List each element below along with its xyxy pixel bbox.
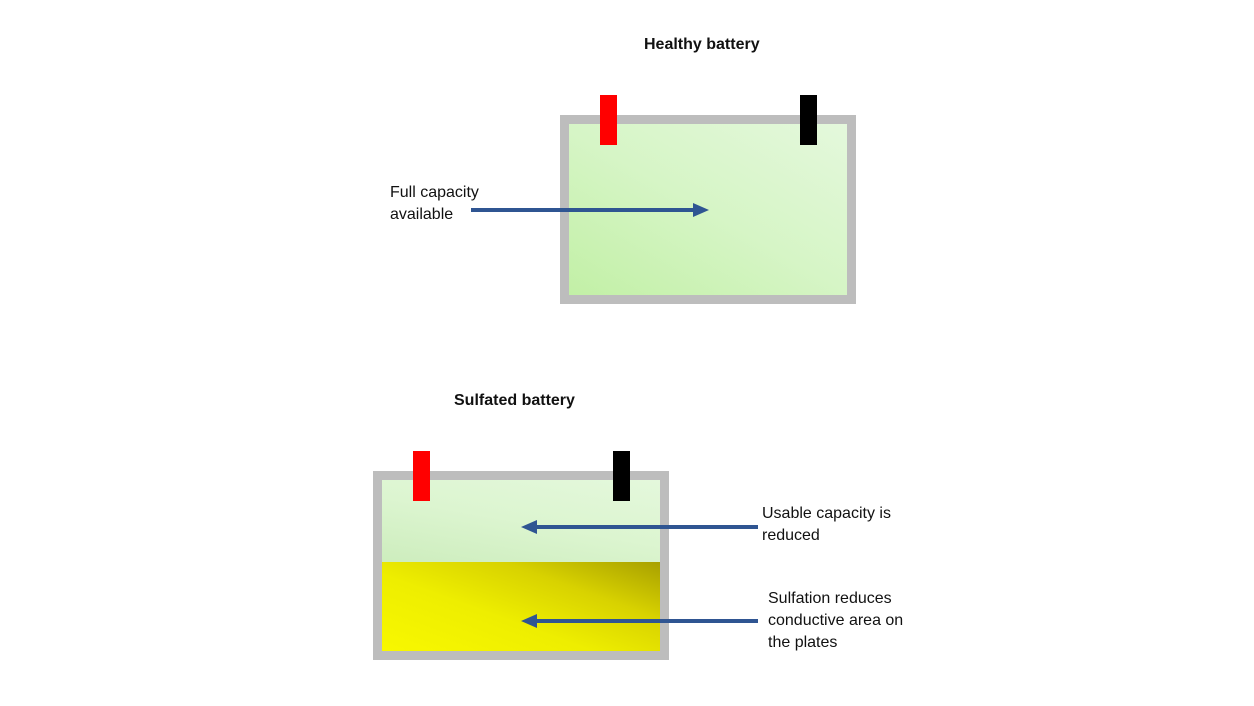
healthy-battery-title: Healthy battery <box>644 36 760 53</box>
full-capacity-arrow <box>471 203 709 217</box>
full-capacity-label: Full capacity available <box>390 184 479 223</box>
healthy-positive-terminal <box>600 95 617 145</box>
usable-capacity-arrow <box>521 520 758 534</box>
sulfation-arrow <box>521 614 758 628</box>
sulfated-battery-title: Sulfated battery <box>454 392 575 409</box>
sulfation-label: Sulfation reduces conductive area on the… <box>768 590 904 651</box>
sulfated-negative-terminal <box>613 451 630 501</box>
sulfation-region <box>382 562 660 651</box>
sulfated-positive-terminal <box>413 451 430 501</box>
usable-capacity-label: Usable capacity is reduced <box>762 505 891 544</box>
healthy-negative-terminal <box>800 95 817 145</box>
